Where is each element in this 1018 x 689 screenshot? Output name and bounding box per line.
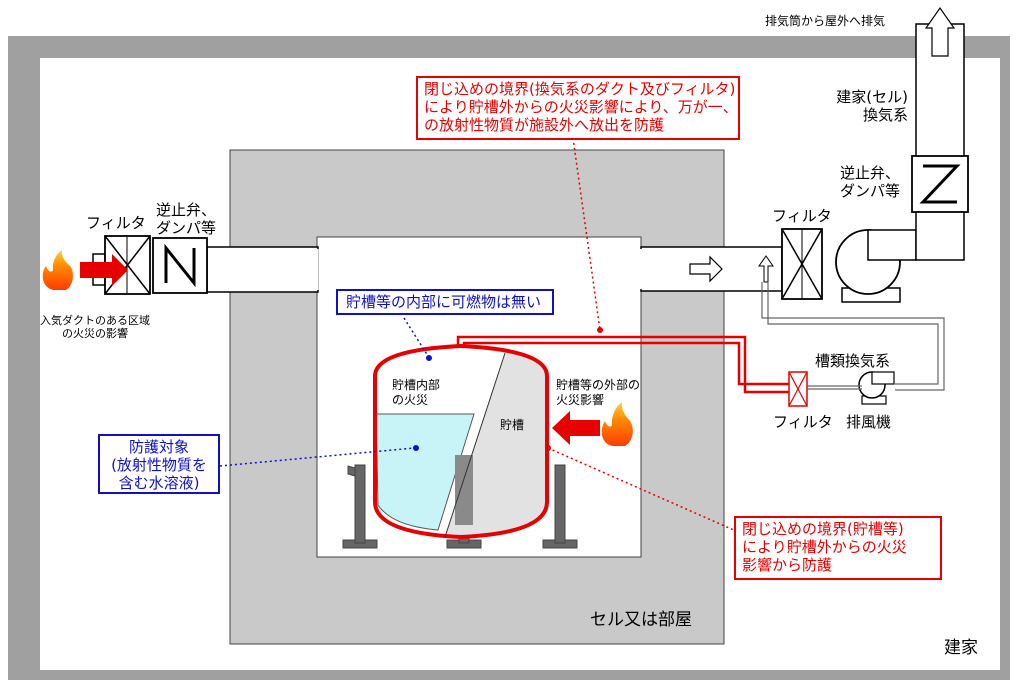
tank-inner-fire-label-2: の火災 [392,393,429,407]
check-valve-left-label-1: 逆止弁、 [156,201,217,219]
exhaust-duct [639,246,783,292]
storage-tank [373,343,549,540]
callout-bottom-line-1: 閉じ込めの境界(貯槽等) [742,520,904,538]
tank-outer-fire-label-1: 貯槽等の外部の [556,378,641,392]
damper-icon [911,155,969,213]
callout-bottom-line-3: 影響から防護 [742,556,833,574]
building-vent-label-2: 換気系 [862,106,908,124]
leader-lines [219,137,746,536]
callout-top-line-1: 閉じ込めの境界(換気系のダクト及びフィルタ) [424,80,736,98]
filter-small-label: フィルタ [773,413,833,431]
check-valve-right-label-1: 逆止弁、 [840,164,901,182]
callout-protect-line-2: (放射性物質を [111,456,207,474]
fan-icon [835,229,917,303]
callout-bottom-line-2: により貯槽外からの火災 [742,538,907,556]
intake-fire-label-2: の火災の影響 [62,327,128,340]
tank-outer-fire-label-2: 火災影響 [556,393,605,407]
callout-top-line-2: により貯槽外からの火災影響により、万が一、 [424,98,738,116]
blower-label: 排風機 [846,413,892,431]
callout-top-boundary: 閉じ込めの境界(換気系のダクト及びフィルタ) により貯槽外からの火災影響により、… [416,76,740,140]
exhaust-stack [915,6,965,261]
tank-vent-label: 槽類換気系 [815,352,891,370]
damper-icon [152,237,208,294]
callout-bottom-boundary: 閉じ込めの境界(貯槽等) により貯槽外からの火災 影響から防護 [734,516,942,580]
fire-icon [42,250,73,290]
tank-label: 貯槽 [500,418,525,432]
callout-no-fuel-line-1: 貯槽等の内部に可燃物は無い [346,293,542,311]
building-label: 建家 [944,638,978,658]
callout-protect-target: 防護対象 (放射性物質を 含む水溶液) [98,434,220,494]
check-valve-left-label-2: ダンパ等 [156,219,217,237]
check-valve-right-label-2: ダンパ等 [840,182,901,200]
tank-inner-fire-label-1: 貯槽内部 [392,378,441,392]
filter-icon [781,228,823,300]
callout-protect-line-1: 防護対象 [128,438,189,456]
callout-protect-line-3: 含む水溶液) [118,474,200,492]
arrow-right-icon [80,254,128,286]
callout-no-fuel: 貯槽等の内部に可燃物は無い [336,289,554,315]
cell-room-label: セル又は部屋 [590,610,692,630]
arrow-right-icon [552,411,600,445]
building-vent-label-1: 建家(セル) [836,88,908,106]
callout-top-line-3: の放射性物質が施設外へ放出を防護 [424,116,665,134]
filter-left-label: フィルタ [86,214,146,232]
intake-fire-label-1: 入気ダクトのある区域 [40,314,150,327]
fan-icon [858,371,895,405]
filter-right-label: フィルタ [772,207,832,225]
filter-icon [788,371,808,407]
tank-vent-piping [761,282,945,391]
exhaust-label: 排気筒から屋外へ排気 [765,14,886,28]
fire-icon [601,402,633,446]
